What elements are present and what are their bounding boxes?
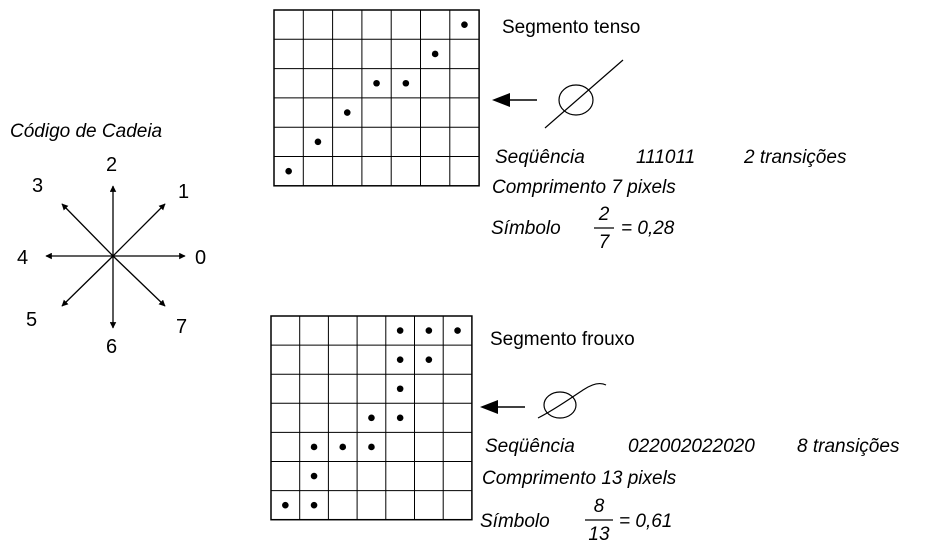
loose-pixel-dot: [396, 356, 404, 363]
loose-pixel-dot: [368, 414, 375, 422]
loose-title: Segmento frouxo: [490, 329, 635, 350]
loose-segment-panel: Segmento frouxo Seqüência 022002022020 8…: [270, 315, 900, 545]
direction-label-5: 5: [26, 309, 37, 331]
tense-title: Segmento tenso: [502, 17, 640, 38]
chain-code-title: Código de Cadeia: [10, 121, 162, 142]
direction-label-7: 7: [176, 316, 187, 338]
direction-label-0: 0: [195, 247, 206, 269]
direction-arrow-7: [112, 255, 166, 307]
tense-pixel-dot: [343, 109, 351, 116]
loose-segment-symbol: [537, 383, 607, 419]
loose-sequence-label: Seqüência: [485, 436, 575, 457]
loose-pixel-dot: [425, 327, 433, 334]
loose-length: Comprimento 13 pixels: [482, 468, 677, 489]
direction-label-2: 2: [106, 154, 117, 176]
tense-pixel-dot: [285, 167, 292, 175]
loose-pixel-grid: [270, 315, 473, 521]
loose-pixel-dot: [454, 327, 461, 334]
direction-label-3: 3: [32, 175, 43, 197]
loose-pixel-dot: [282, 501, 289, 509]
loose-pixel-dot: [310, 472, 318, 480]
tense-transitions: 2 transições: [743, 147, 847, 168]
tense-pixel-dot: [314, 138, 322, 146]
loose-pixel-dot: [368, 443, 375, 451]
loose-pixel-dot: [425, 356, 433, 363]
direction-arrow-3: [61, 203, 114, 257]
loose-symbol-label: Símbolo: [480, 511, 550, 532]
tense-pixel-dot: [431, 50, 439, 58]
loose-sequence-value: 022002022020: [628, 436, 755, 457]
tense-symbol-label: Símbolo: [491, 218, 561, 239]
loose-pixel-dot: [310, 501, 318, 509]
direction-arrow-5: [61, 255, 114, 307]
loose-pixel-dot: [396, 414, 404, 422]
compass-rose: [45, 185, 186, 329]
loose-fraction-numerator: 8: [594, 496, 605, 517]
tense-pixel-dot: [402, 79, 410, 87]
loose-transitions: 8 transições: [797, 436, 900, 457]
direction-arrow-1: [112, 203, 166, 257]
tense-pixel-dot: [461, 21, 468, 28]
tense-pixel-grid: [273, 9, 480, 187]
tense-sequence-value: 111011: [636, 147, 695, 168]
tense-segment-panel: Segmento tenso Seqüência 111011 2 transi…: [273, 9, 847, 253]
tense-pointer-arrow: [492, 93, 537, 107]
loose-fraction-denominator: 13: [588, 524, 610, 545]
tense-pixel-dot: [373, 79, 380, 87]
tense-fraction-numerator: 2: [598, 204, 610, 225]
loose-pixel-dot: [339, 443, 347, 451]
loose-result: = 0,61: [619, 511, 672, 532]
loose-pixel-dot: [310, 443, 318, 451]
direction-label-6: 6: [106, 336, 117, 358]
loose-pointer-arrow: [480, 400, 525, 414]
direction-label-4: 4: [17, 247, 28, 269]
tense-segment-symbol: [544, 59, 624, 129]
direction-label-1: 1: [178, 181, 189, 203]
loose-pixel-dot: [396, 327, 404, 334]
tense-fraction-denominator: 7: [599, 232, 611, 253]
loose-pixel-dot: [396, 385, 404, 393]
chain-code-panel: Código de Cadeia 0 1 2 3 4 5 6 7: [10, 121, 206, 358]
tense-sequence-label: Seqüência: [495, 147, 585, 168]
tense-length: Comprimento 7 pixels: [492, 177, 676, 198]
tense-result: = 0,28: [621, 218, 675, 239]
